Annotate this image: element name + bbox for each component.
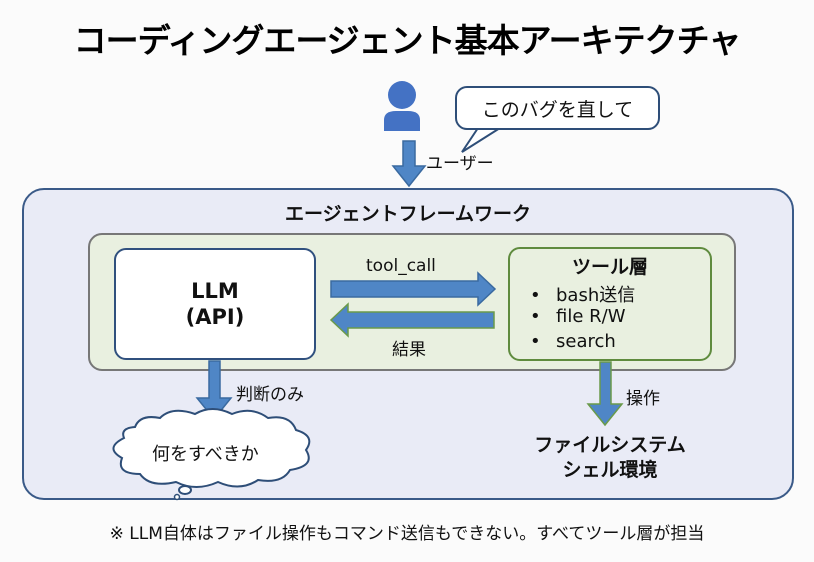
user-down-arrow	[391, 140, 427, 188]
tool-item: • search	[530, 331, 616, 352]
footnote: ※ LLM自体はファイル操作もコマンド送信もできない。すべてツール層が担当	[109, 524, 705, 544]
tool-call-arrow	[330, 271, 497, 307]
agent-framework-label: エージェントフレームワーク	[284, 203, 532, 225]
filesystem-label: ファイルシステム シェル環境	[500, 433, 720, 483]
diagram-title: コーディングエージェント基本アーキテクチャ	[73, 21, 742, 60]
bullet-icon: •	[530, 285, 541, 306]
llm-down-arrow	[195, 360, 233, 421]
tool-item-label: bash送信	[556, 285, 636, 306]
tool-down-label: 操作	[626, 389, 660, 409]
bullet-icon: •	[530, 331, 541, 352]
tool-layer-box	[508, 247, 712, 361]
llm-api-label: (API)	[185, 305, 245, 329]
result-arrow	[329, 302, 495, 338]
shell-env-line: シェル環境	[562, 459, 658, 481]
result-label: 結果	[392, 340, 426, 360]
tool-down-arrow	[586, 361, 624, 427]
llm-box: LLM (API)	[114, 248, 316, 360]
bullet-icon: •	[530, 306, 541, 327]
tool-call-label: tool_call	[366, 256, 436, 276]
filesystem-line: ファイルシステム	[534, 434, 686, 456]
person-icon	[384, 81, 420, 131]
thought-cloud-icon	[112, 408, 311, 501]
tool-item-label: file R/W	[556, 306, 626, 327]
thought-text: 何をすべきか	[152, 444, 259, 465]
user-arrow-label: ユーザー	[426, 154, 494, 174]
speech-bubble: このバグを直して	[455, 86, 660, 130]
tool-layer-title: ツール層	[571, 256, 648, 278]
llm-label: LLM	[191, 279, 239, 303]
llm-down-label: 判断のみ	[236, 385, 304, 405]
tool-item: • file R/W	[530, 306, 626, 327]
tool-item: • bash送信	[530, 281, 635, 307]
tool-item-label: search	[556, 331, 616, 352]
